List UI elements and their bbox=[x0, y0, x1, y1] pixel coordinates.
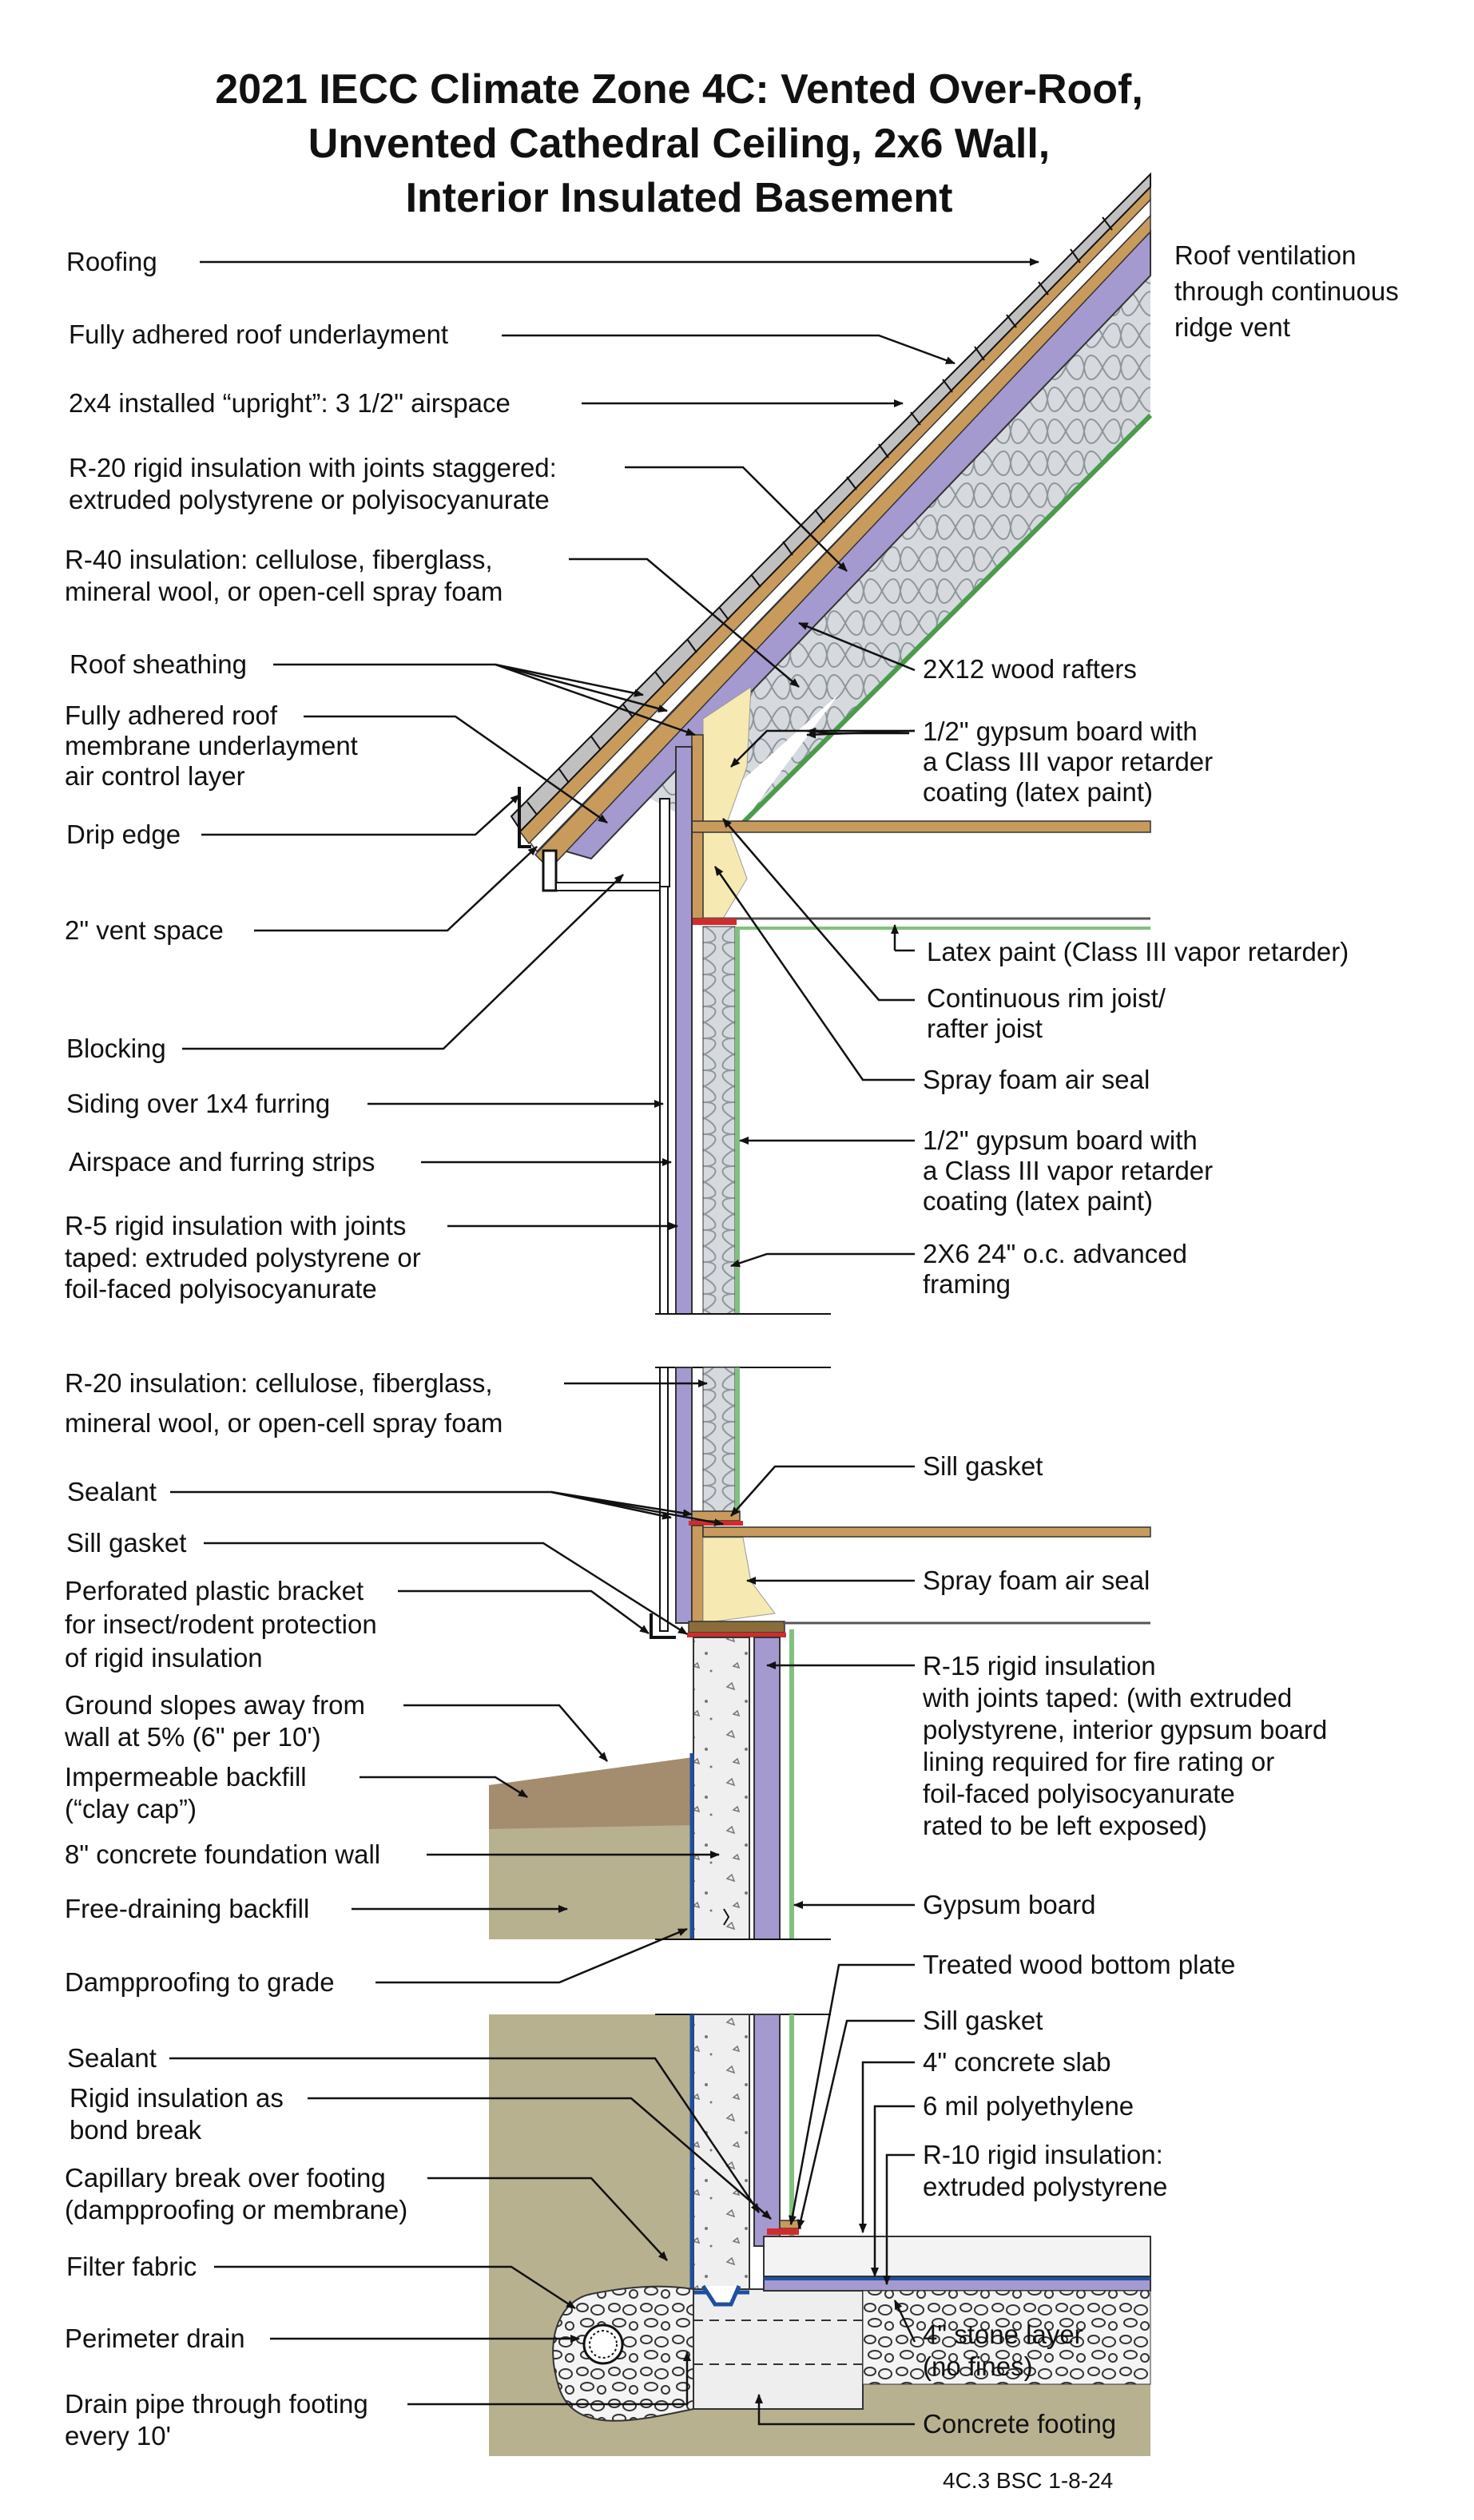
label-gyp-ceiling-3: coating (latex paint) bbox=[923, 777, 1153, 807]
label-gypsum-board: Gypsum board bbox=[923, 1890, 1096, 1919]
label-r15-4: lining required for fire rating or bbox=[923, 1747, 1275, 1776]
label-r15-6: rated to be left exposed) bbox=[923, 1811, 1207, 1840]
label-gyp-ceiling-1: 1/2" gypsum board with bbox=[923, 716, 1198, 746]
label-roof-vent-3: ridge vent bbox=[1174, 312, 1290, 342]
label-footing: Concrete footing bbox=[923, 2409, 1117, 2439]
label-gyp-ceiling-2: a Class III vapor retarder bbox=[923, 747, 1214, 776]
label-roof-vent-2: through continuous bbox=[1174, 276, 1399, 306]
label-latex-paint: Latex paint (Class III vapor retarder) bbox=[927, 937, 1349, 966]
label-poly: 6 mil polyethylene bbox=[923, 2091, 1134, 2121]
label-r15-5: foil-faced polyisocyanurate bbox=[923, 1779, 1235, 1808]
label-stone-2: (no fines) bbox=[923, 2351, 1033, 2381]
label-rim-joist-1: Continuous rim joist/ bbox=[927, 983, 1166, 1013]
leader-lines bbox=[169, 258, 1039, 2426]
label-r5-2: taped: extruded polystyrene or bbox=[65, 1243, 421, 1272]
label-sealant-1: Sealant bbox=[67, 1477, 157, 1506]
label-gyp-wall-1: 1/2" gypsum board with bbox=[923, 1125, 1198, 1155]
label-membrane-2: membrane underlayment bbox=[65, 731, 358, 760]
label-filter-fabric: Filter fabric bbox=[66, 2252, 197, 2281]
label-stone-1: 4" stone layer bbox=[923, 2320, 1083, 2349]
label-perimeter-drain: Perimeter drain bbox=[65, 2324, 245, 2353]
label-foundation-wall: 8" concrete foundation wall bbox=[65, 1839, 381, 1869]
label-sill-gasket-3: Sill gasket bbox=[923, 2006, 1043, 2035]
label-dampproofing: Dampproofing to grade bbox=[65, 1967, 335, 1997]
label-blocking: Blocking bbox=[66, 1034, 166, 1063]
label-r40-2: mineral wool, or open-cell spray foam bbox=[65, 577, 503, 606]
label-vent-space: 2" vent space bbox=[65, 915, 224, 945]
label-rim-joist-2: rafter joist bbox=[927, 1014, 1043, 1043]
label-backfill-1: Impermeable backfill bbox=[65, 1762, 307, 1792]
label-bracket-1: Perforated plastic bracket bbox=[65, 1576, 364, 1605]
label-capillary-1: Capillary break over footing bbox=[65, 2163, 386, 2193]
label-bond-break-1: Rigid insulation as bbox=[70, 2083, 284, 2113]
label-drain-pipe-1: Drain pipe through footing bbox=[65, 2389, 368, 2419]
label-r5-1: R-5 rigid insulation with joints bbox=[65, 1211, 407, 1240]
label-roof-sheathing: Roof sheathing bbox=[70, 649, 247, 679]
label-framing-1: 2X6 24" o.c. advanced bbox=[923, 1239, 1187, 1268]
label-spray-foam-1: Spray foam air seal bbox=[923, 1065, 1150, 1094]
label-r20-ins-2: mineral wool, or open-cell spray foam bbox=[65, 1408, 503, 1438]
label-bracket-2: for insect/rodent protection bbox=[65, 1609, 377, 1639]
label-r15-2: with joints taped: (with extruded bbox=[923, 1683, 1293, 1712]
drawing-id: 4C.3 BSC 1-8-24 bbox=[943, 2468, 1114, 2493]
foundation-wall-lower bbox=[552, 2014, 1151, 2422]
label-r20-rigid-2: extruded polystyrene or polyisocyanurate bbox=[69, 485, 550, 514]
label-capillary-2: (dampproofing or membrane) bbox=[65, 2195, 408, 2224]
label-gyp-wall-3: coating (latex paint) bbox=[923, 1186, 1153, 1216]
label-upright-2x4: 2x4 installed “upright”: 3 1/2" airspace bbox=[69, 388, 511, 418]
mid-wall bbox=[650, 1367, 1151, 1639]
label-drain-pipe-2: every 10' bbox=[65, 2421, 171, 2451]
label-roofing: Roofing bbox=[66, 247, 157, 276]
label-drip-edge: Drip edge bbox=[66, 819, 181, 849]
title-line-1: 2021 IECC Climate Zone 4C: Vented Over-R… bbox=[215, 66, 1143, 113]
label-sill-gasket-1: Sill gasket bbox=[66, 1528, 187, 1558]
label-roof-vent-1: Roof ventilation bbox=[1174, 240, 1357, 270]
label-r10-2: extruded polystyrene bbox=[923, 2172, 1168, 2201]
label-bracket-3: of rigid insulation bbox=[65, 1643, 263, 1673]
soil-upper bbox=[489, 1757, 693, 1939]
foundation-wall-upper bbox=[655, 1629, 831, 1940]
label-r5-3: foil-faced polyisocyanurate bbox=[65, 1274, 377, 1304]
label-slab: 4" concrete slab bbox=[923, 2047, 1111, 2077]
label-rafters: 2X12 wood rafters bbox=[923, 654, 1137, 684]
label-free-draining: Free-draining backfill bbox=[65, 1894, 310, 1923]
label-r15-3: polystyrene, interior gypsum board bbox=[923, 1715, 1328, 1744]
label-gyp-wall-2: a Class III vapor retarder bbox=[923, 1156, 1214, 1185]
label-r20-rigid-1: R-20 rigid insulation with joints stagge… bbox=[69, 453, 557, 482]
label-backfill-2: (“clay cap”) bbox=[65, 1794, 197, 1824]
label-bond-break-2: bond break bbox=[70, 2115, 202, 2145]
label-bottom-plate: Treated wood bottom plate bbox=[923, 1950, 1236, 1979]
label-r20-ins-1: R-20 insulation: cellulose, fiberglass, bbox=[65, 1368, 493, 1398]
label-sill-gasket-2: Sill gasket bbox=[923, 1451, 1043, 1481]
label-fully-adhered-underlayment: Fully adhered roof underlayment bbox=[69, 319, 449, 349]
title-line-3: Interior Insulated Basement bbox=[405, 175, 953, 221]
label-r40-1: R-40 insulation: cellulose, fiberglass, bbox=[65, 545, 493, 574]
label-siding: Siding over 1x4 furring bbox=[66, 1089, 331, 1118]
label-membrane-3: air control layer bbox=[65, 761, 245, 791]
label-membrane-1: Fully adhered roof bbox=[65, 700, 277, 730]
title-line-2: Unvented Cathedral Ceiling, 2x6 Wall, bbox=[308, 121, 1051, 167]
label-ground-1: Ground slopes away from bbox=[65, 1690, 366, 1720]
label-airspace-furring: Airspace and furring strips bbox=[69, 1147, 375, 1177]
upper-wall bbox=[655, 686, 1151, 1315]
label-spray-foam-2: Spray foam air seal bbox=[923, 1566, 1150, 1595]
label-framing-2: framing bbox=[923, 1269, 1011, 1299]
label-r10-1: R-10 rigid insulation: bbox=[923, 2140, 1163, 2169]
label-ground-2: wall at 5% (6" per 10') bbox=[65, 1722, 321, 1752]
label-sealant-2: Sealant bbox=[67, 2043, 157, 2073]
label-r15-1: R-15 rigid insulation bbox=[923, 1651, 1156, 1681]
roof-assembly bbox=[510, 172, 1153, 892]
